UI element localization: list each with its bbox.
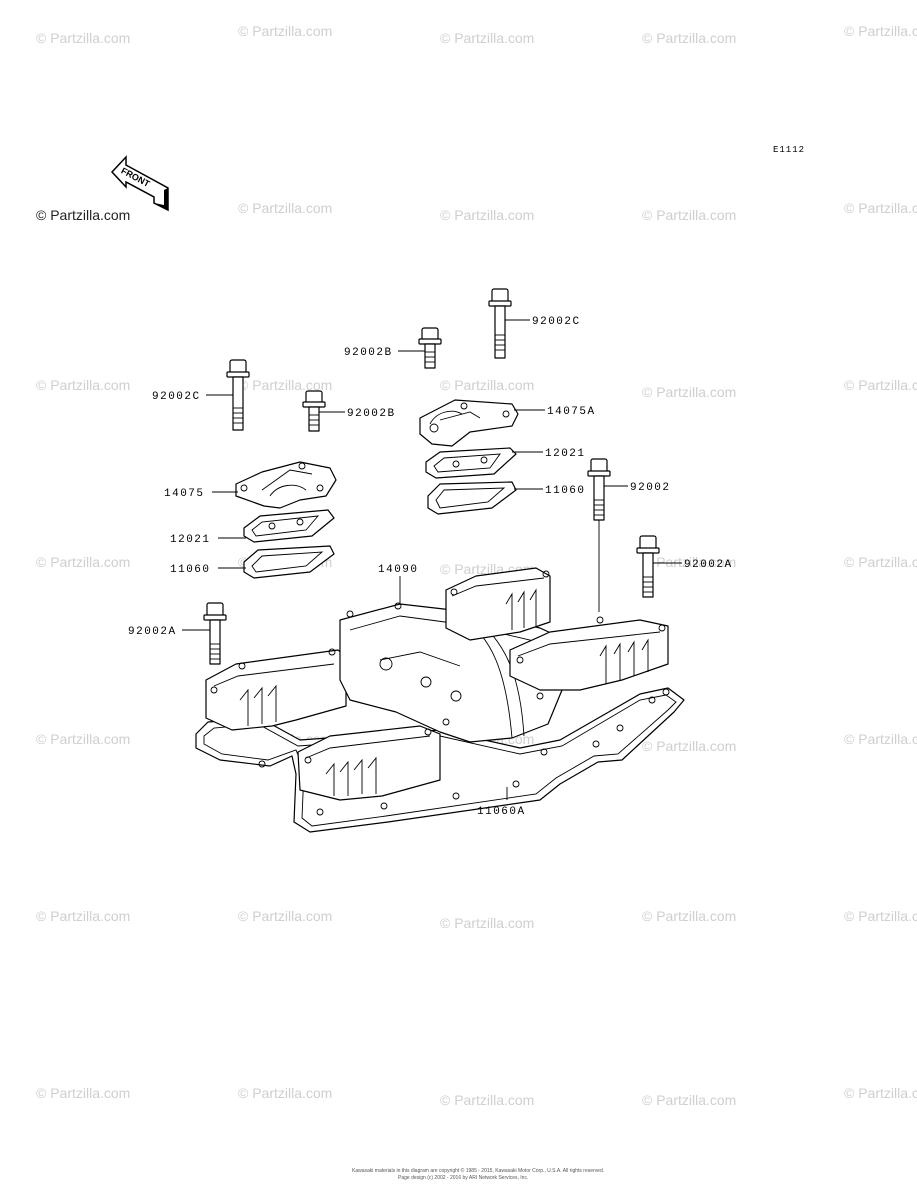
watermark: © Partzilla.com [36,377,130,393]
bolt-92002B-left [302,390,326,432]
watermark: © Partzilla.com [844,554,917,570]
part-label-92002: 92002 [630,482,671,494]
diagram-code: E1112 [773,145,805,155]
watermark: © Partzilla.com [440,1092,534,1108]
watermark: © Partzilla.com [642,207,736,223]
watermark: © Partzilla.com [36,1085,130,1101]
bolt-92002B-top [418,327,442,369]
watermark: © Partzilla.com [36,731,130,747]
watermark: © Partzilla.com [238,908,332,924]
bolt-92002A-left [203,602,227,665]
part-label-92002C-top: 92002C [532,316,581,328]
part-label-12021-left: 12021 [170,534,211,546]
watermark: © Partzilla.com [844,908,917,924]
part-label-14075A: 14075A [547,406,596,418]
watermark: © Partzilla.com [440,207,534,223]
front-arrow-icon: FRONT [110,155,169,212]
watermark: © Partzilla.com [238,377,332,393]
copyright-line-1: Kawasaki materials in this diagram are c… [352,1167,604,1174]
watermark: © Partzilla.com [642,30,736,46]
bolt-92002C-top [488,288,512,359]
watermark: © Partzilla.com [642,908,736,924]
watermark: © Partzilla.com [844,200,917,216]
plate-12021-right [425,447,517,479]
watermark-grid: © Partzilla.com © Partzilla.com © Partzi… [36,23,917,1108]
part-label-92002B-left: 92002B [347,408,396,420]
watermark: © Partzilla.com [642,384,736,400]
watermark: © Partzilla.com [844,377,917,393]
watermark: © Partzilla.com [238,200,332,216]
head-cover-14090 [205,567,669,801]
watermark: © Partzilla.com [844,1085,917,1101]
part-label-92002C-left: 92002C [152,391,201,403]
part-label-92002A-left: 92002A [128,626,177,638]
watermark: © Partzilla.com [238,1085,332,1101]
bolt-92002C-left [226,359,250,431]
watermark: © Partzilla.com [844,23,917,39]
part-label-92002B-top: 92002B [344,347,393,359]
watermark: © Partzilla.com [238,23,332,39]
part-label-11060-right: 11060 [545,485,586,497]
part-label-11060-left: 11060 [170,564,211,576]
plate-12021-left [243,509,335,543]
watermark: © Partzilla.com [36,908,130,924]
part-label-14090: 14090 [378,564,419,576]
brand-logo-text: © Partzilla.com [36,207,130,223]
bolt-92002A-right [636,535,660,598]
watermark: © Partzilla.com [440,377,534,393]
watermark: © Partzilla.com [36,554,130,570]
watermark: © Partzilla.com [440,915,534,931]
part-label-11060A: 11060A [477,806,526,818]
watermark: © Partzilla.com [642,1092,736,1108]
part-label-14075: 14075 [164,488,205,500]
part-label-12021-right: 12021 [545,448,586,460]
watermark: © Partzilla.com [440,30,534,46]
cap-14075A [419,399,519,447]
part-label-92002A-right: 92002A [684,559,733,571]
gasket-11060-left [243,545,335,579]
copyright-line-2: Page design (c) 2002 - 2016 by ARI Netwo… [398,1175,528,1181]
watermark: © Partzilla.com [844,731,917,747]
gasket-11060-right [427,481,517,515]
watermark: © Partzilla.com [642,554,736,570]
watermark: © Partzilla.com [642,738,736,754]
bolt-92002-right [587,458,611,521]
watermark: © Partzilla.com [36,30,130,46]
cap-14075 [235,461,337,509]
